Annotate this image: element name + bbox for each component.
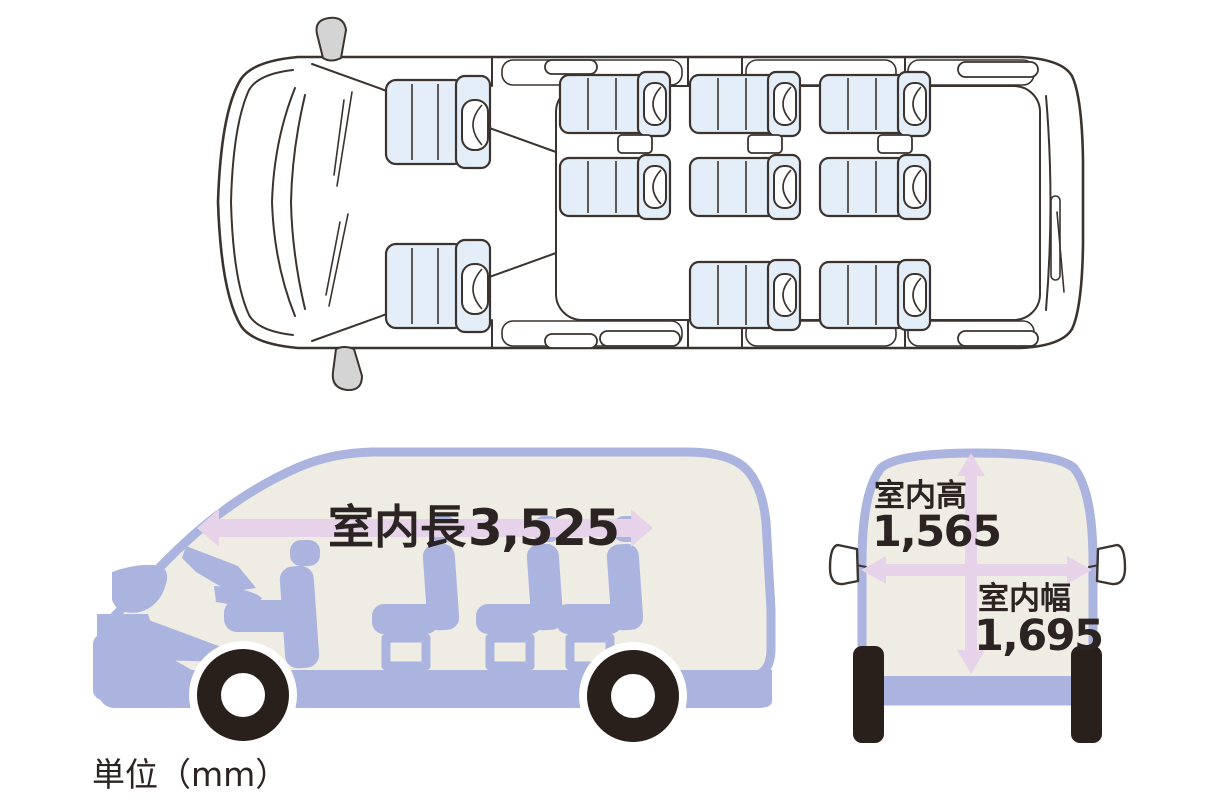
door-mirror-icon: [828, 543, 860, 586]
van-body-rear: [857, 448, 1098, 706]
windshield-cowl-line: [290, 94, 306, 310]
rear-right-wheel: [1071, 646, 1102, 743]
interior-width-value: 1,695: [974, 611, 1103, 661]
door-mirror-icon: [1095, 543, 1127, 586]
front-bumper-side: [93, 634, 137, 700]
interior-length-arrow: [197, 509, 653, 547]
row4-seat: [818, 70, 932, 138]
door-mirror-icon: [315, 16, 348, 62]
front-bumper-line: [230, 69, 294, 336]
door-rail: [957, 330, 1039, 347]
door-mirror-silhouette: [112, 564, 168, 613]
windshield-wiper-silhouette: [182, 546, 256, 592]
interior-height-label: 室内高: [874, 478, 967, 514]
door-handle: [544, 333, 598, 349]
interior-width-label: 室内幅: [978, 581, 1071, 617]
hood-silhouette: [132, 616, 228, 662]
top-view-seating-plan: [216, 16, 1085, 392]
rear-view: 室内高 1,565 室内幅 1,695: [828, 448, 1127, 743]
interior-height-value: 1,565: [872, 507, 1001, 557]
row3-seat: [688, 70, 802, 138]
row2-seat: [558, 70, 672, 138]
seat-latch: [747, 134, 783, 154]
unit-note: 単位（mm）: [92, 755, 288, 794]
interior-length-label: 室内長: [328, 500, 467, 554]
rear-bumper: [857, 676, 1098, 702]
rear-left-wheel: [853, 646, 884, 743]
interior-width-arrow: [861, 556, 1092, 584]
row2-seat: [558, 153, 672, 221]
door-rail: [957, 61, 1039, 78]
row3-single-seat: [688, 258, 802, 332]
door-mirror-icon: [331, 346, 364, 392]
row4-seat: [818, 153, 932, 221]
rear-hatch-handle: [1050, 195, 1061, 281]
front-passenger-seat: [384, 238, 492, 334]
front-wheel: [189, 641, 297, 749]
row3-seat: [688, 153, 802, 221]
side-view: 室内長 3,525: [93, 447, 776, 750]
pillar-lines-top: [491, 56, 906, 87]
pillar-lines-bottom: [491, 319, 906, 349]
interior-length-value: 3,525: [468, 499, 619, 557]
seat-latch: [877, 134, 913, 154]
sliding-door-step: [599, 330, 681, 347]
wiper-icon: [333, 91, 353, 187]
driver-seat-side: [224, 540, 320, 669]
rear-wheel: [579, 642, 687, 750]
interior-height-arrow: [957, 453, 985, 674]
door-handle: [544, 59, 598, 75]
driver-seat: [384, 74, 492, 170]
row4-single-seat: [818, 258, 932, 332]
wiper-icon: [325, 213, 349, 307]
hood-line: [271, 87, 296, 317]
seat-latch: [617, 134, 653, 154]
